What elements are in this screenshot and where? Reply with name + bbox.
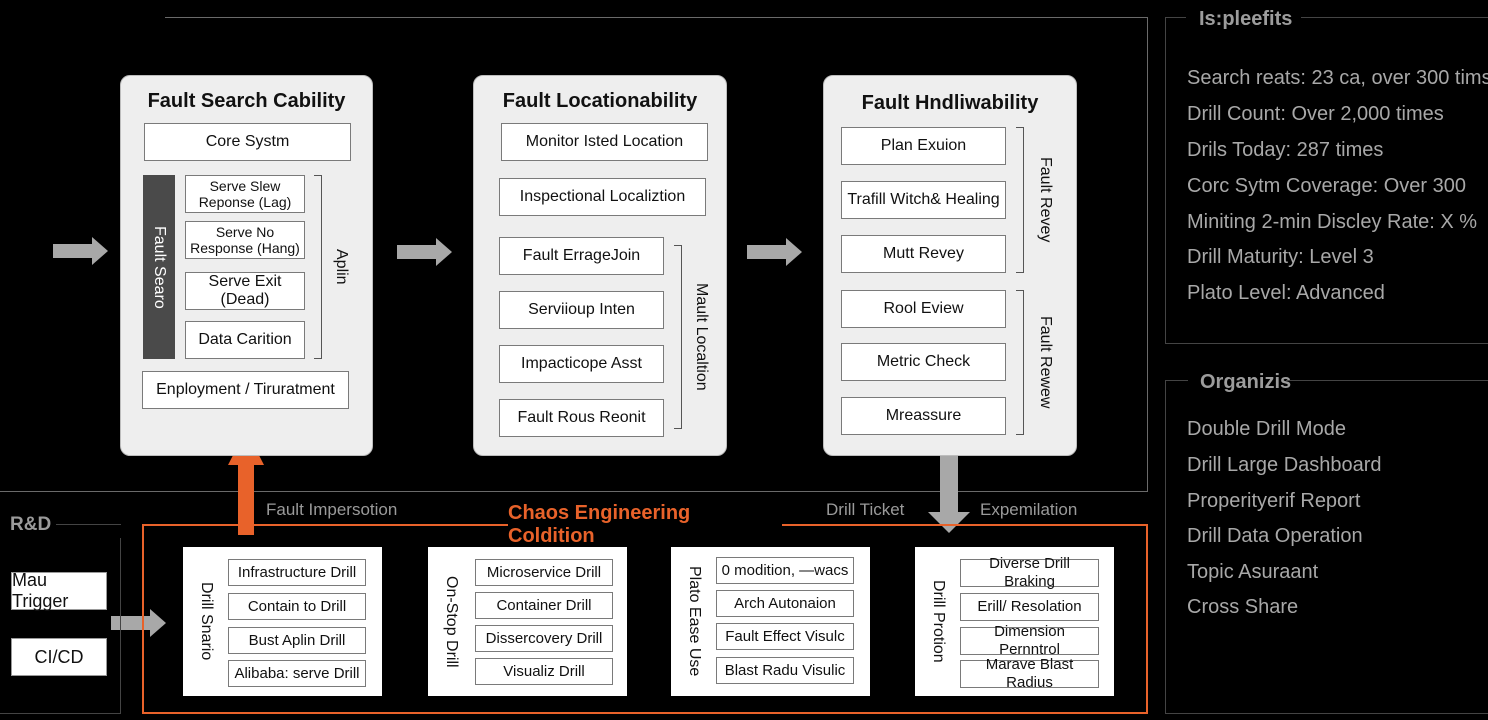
edge-label-experimentation: Expemilation	[980, 500, 1078, 519]
list-item: Rool Eview	[841, 290, 1006, 328]
arrow-down-icon	[928, 455, 970, 533]
list-item: Serve Exit (Dead)	[185, 272, 305, 310]
list-item: Mutt Revey	[841, 235, 1006, 273]
group-bracket	[314, 175, 322, 359]
list-item: Monitor Isted Location	[501, 123, 708, 161]
fault-search-card: Fault Search Cability Core Systm Fault S…	[120, 75, 373, 456]
organize-panel	[1165, 380, 1488, 714]
scenario-side-label: Drill Snario	[198, 582, 215, 661]
organize-title: Organizis	[1200, 371, 1292, 393]
drill-item: Dimension Pernntrol	[960, 623, 1099, 658]
drill-item: 0 modition, —wacs	[716, 557, 854, 584]
group-bracket	[674, 245, 682, 429]
benefit-item: Drill Count: Over 2,000 times	[1187, 103, 1444, 125]
arrow-right-icon	[747, 238, 802, 266]
cicd-trigger-button[interactable]: CI/CD	[11, 638, 107, 676]
organize-item: Double Drill Mode	[1187, 418, 1346, 440]
organize-item: Cross Share	[1187, 596, 1299, 618]
frame-mid-line	[0, 491, 1148, 492]
list-item: Trafill Witch& Healing	[841, 181, 1006, 219]
benefits-title: Is:pleefits	[1199, 8, 1293, 30]
arrow-right-icon	[397, 238, 452, 266]
drill-item: Container Drill	[475, 592, 613, 619]
frame-right-line	[1147, 17, 1148, 491]
fault-search-sidebar: Fault Searo	[143, 175, 175, 359]
edge-label-drill-ticket: Drill Ticket	[826, 500, 905, 519]
bracket-label: Aplin	[333, 249, 350, 285]
list-item: Mreassure	[841, 397, 1006, 435]
organize-item: Properityerif Report	[1187, 490, 1361, 512]
rd-panel	[0, 524, 121, 714]
list-item: Metric Check	[841, 343, 1006, 381]
drill-item: Bust Aplin Drill	[228, 627, 366, 654]
fault-location-card: Fault Locationability Monitor Isted Loca…	[473, 75, 727, 456]
group-bracket	[1016, 290, 1024, 435]
bracket-label: Fault Revey	[1037, 157, 1054, 243]
drill-item: Marave Blast Radius	[960, 656, 1099, 691]
frame-top-line	[165, 17, 1148, 18]
rd-title: R&D	[10, 514, 52, 535]
list-item: Impacticope Asst	[499, 345, 664, 383]
list-item: Fault Rous Reonit	[499, 399, 664, 437]
scenario-card: Plato Ease Use 0 modition, —wacs Arch Au…	[671, 547, 870, 696]
card-title: Fault Hndliwability	[861, 92, 1039, 114]
list-item: Inspectional Localiztion	[499, 178, 706, 216]
scenario-card: On-Stop Drill Microservice Drill Contain…	[428, 547, 627, 696]
deployment-box: Enployment / Tiruratment	[142, 371, 349, 409]
organize-item: Drill Data Operation	[1187, 525, 1363, 547]
benefit-item: Corc Sytm Coverage: Over 300	[1187, 175, 1466, 197]
benefits-panel	[1165, 17, 1488, 344]
drill-item: Blast Radu Visulic	[716, 657, 854, 684]
list-item: Serviioup Inten	[499, 291, 664, 329]
edge-label-fault-injection: Fault Impersotion	[266, 500, 398, 519]
benefit-item: Miniting 2-min Discley Rate: X %	[1187, 211, 1478, 233]
list-item: Plan Exuion	[841, 127, 1006, 165]
drill-item: Microservice Drill	[475, 559, 613, 586]
benefit-item: Drils Today: 287 times	[1187, 139, 1384, 161]
bracket-label: Mault Localtion	[693, 283, 710, 391]
scenario-side-label: On-Stop Drill	[443, 575, 460, 668]
drill-item: Visualiz Drill	[475, 658, 613, 685]
arrow-right-icon	[53, 237, 108, 265]
list-item: Serve Slew Reponse (Lag)	[185, 175, 305, 213]
benefit-item: Plato Level: Advanced	[1187, 282, 1385, 304]
manual-trigger-button[interactable]: Mau Trigger	[11, 570, 107, 611]
organize-item: Topic Asuraant	[1187, 561, 1319, 583]
bracket-label: Fault Rewew	[1037, 316, 1054, 409]
drill-item: Diverse Drill Braking	[960, 555, 1099, 590]
card-title: Fault Search Cability	[147, 90, 346, 112]
drill-item: Contain to Drill	[228, 593, 366, 620]
drill-item: Erill/ Resolation	[960, 593, 1099, 621]
list-item: Serve No Response (Hang)	[185, 221, 305, 259]
drill-item: Arch Autonaion	[716, 590, 854, 617]
fault-handle-card: Fault Hndliwability Plan Exuion Trafill …	[823, 75, 1077, 456]
chaos-title: Chaos Engineering Coldition	[508, 502, 782, 547]
scenario-side-label: Drill Protion	[930, 580, 947, 663]
scenario-side-label: Plato Ease Use	[686, 566, 703, 677]
list-item: Fault ErrageJoin	[499, 237, 664, 275]
scenario-card: Drill Snario Infrastructure Drill Contai…	[183, 547, 382, 696]
drill-item: Fault Effect Visulc	[716, 623, 854, 650]
card-title: Fault Locationability	[502, 90, 698, 112]
list-item: Data Carition	[185, 321, 305, 359]
core-system-box: Core Systm	[144, 123, 351, 161]
scenario-card: Drill Protion Diverse Drill Braking Eril…	[915, 547, 1114, 696]
sidebar-label: Fault Searo	[151, 225, 168, 309]
group-bracket	[1016, 127, 1024, 273]
drill-item: Infrastructure Drill	[228, 559, 366, 586]
benefit-item: Drill Maturity: Level 3	[1187, 246, 1374, 268]
drill-item: Alibaba: serve Drill	[228, 660, 366, 687]
drill-item: Dissercovery Drill	[475, 625, 613, 652]
organize-item: Drill Large Dashboard	[1187, 454, 1382, 476]
benefit-item: Search reats: 23 ca, over 300 tims	[1187, 67, 1488, 89]
